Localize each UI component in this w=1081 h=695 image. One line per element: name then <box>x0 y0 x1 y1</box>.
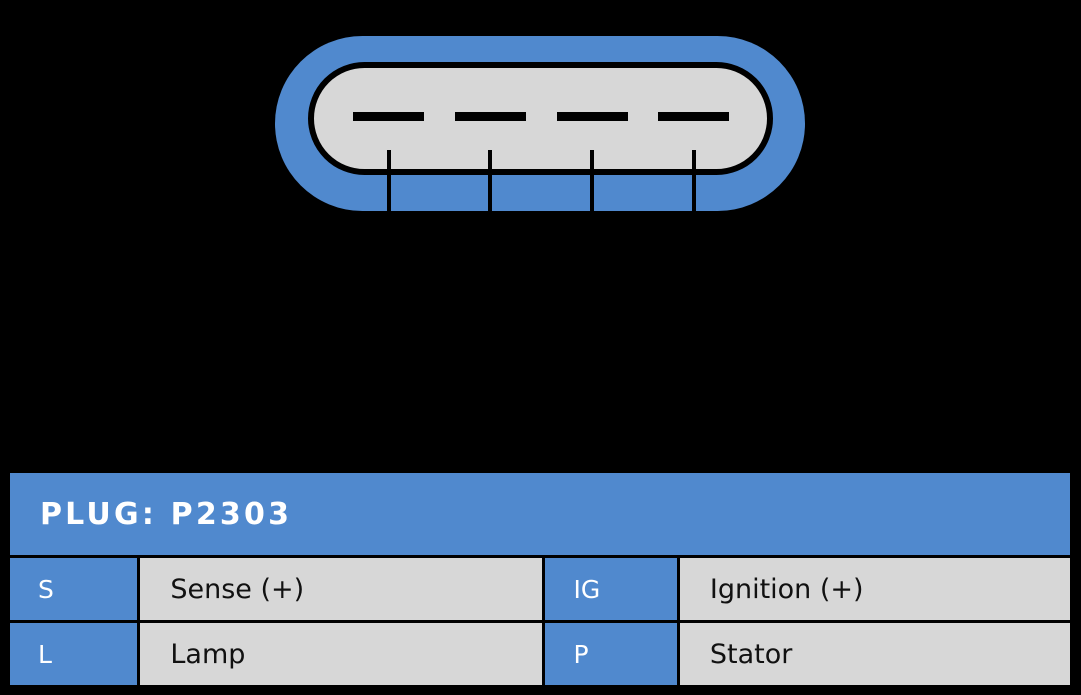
pin-label-p: P <box>542 620 680 688</box>
pin-description-l: Lamp <box>137 620 546 688</box>
table-header-row: PLUG: P2303 <box>7 470 1073 558</box>
pin-slot-4 <box>658 112 729 121</box>
pin-label-l: L <box>6 620 141 688</box>
pinout-table: PLUG: P2303 S Sense (+) IG Ignition (+) … <box>6 470 1074 688</box>
plug-title: PLUG: P2303 <box>7 470 1073 558</box>
pin-slot-1 <box>353 112 424 121</box>
pin-slot-2 <box>455 112 526 121</box>
pin-description-s: Sense (+) <box>137 555 546 623</box>
pin-description-p: Stator <box>676 620 1074 688</box>
table-row: S Sense (+) IG Ignition (+) <box>6 555 1074 623</box>
connector-illustration-svg <box>275 36 805 212</box>
pin-description-ig: Ignition (+) <box>676 555 1074 623</box>
pin-label-ig: IG <box>542 555 680 623</box>
connector-diagram <box>0 0 1081 240</box>
pin-label-s: S <box>6 555 141 623</box>
table-row: L Lamp P Stator <box>6 620 1074 688</box>
connector-body <box>308 62 773 175</box>
pin-slot-3 <box>557 112 628 121</box>
